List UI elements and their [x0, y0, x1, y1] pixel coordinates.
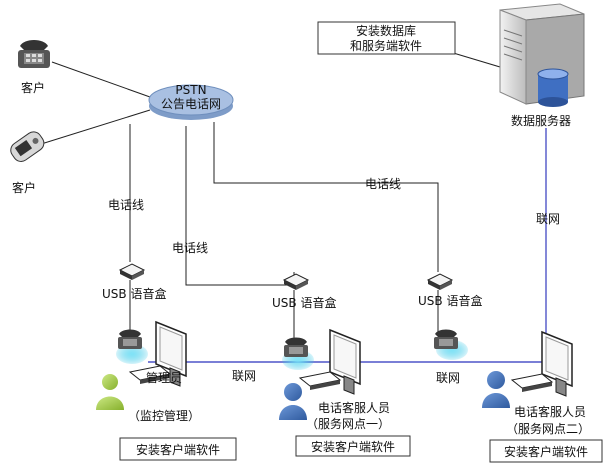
usb-voice-box-icon — [426, 273, 454, 290]
pstn-network-icon — [148, 84, 234, 120]
client-software-note-1 — [119, 437, 237, 461]
agent1-sublabel: （服务网点一） — [306, 416, 390, 431]
workstation-icon — [128, 320, 187, 387]
client-software-label-1: 安装客户端软件 — [136, 442, 220, 457]
client-software-note-2 — [295, 435, 411, 457]
phone-line-label-c: 电话线 — [365, 177, 401, 191]
workstation-icon — [510, 330, 573, 397]
usb-box-label-3: USB 语音盒 — [418, 293, 482, 308]
agent2-sublabel: （服务网点二） — [506, 421, 590, 436]
telephone-icon — [118, 329, 142, 349]
lan-label-vertical: 联网 — [536, 212, 560, 226]
pstn-label: PSTN — [175, 83, 206, 97]
usb-voice-box-icon — [118, 263, 146, 280]
person-icon — [96, 374, 124, 410]
db-note-box — [317, 21, 456, 55]
workstation-icon — [298, 328, 361, 395]
workstation-admin — [96, 320, 187, 410]
usb-voice-box-icon — [282, 273, 310, 290]
usb-box-label-1: USB 语音盒 — [102, 286, 166, 301]
lan-label-2: 联网 — [436, 371, 460, 385]
lan-label-1: 联网 — [232, 369, 256, 383]
server-label: 数据服务器 — [511, 113, 571, 128]
database-cylinder-icon — [537, 68, 569, 107]
telephone-icon — [284, 337, 308, 357]
workstation-agent-2 — [434, 329, 573, 408]
agent2-label: 电话客服人员 — [514, 404, 586, 419]
phone-line-label-b: 电话线 — [172, 241, 208, 255]
person-icon — [279, 383, 307, 420]
workstation-agent-1 — [279, 328, 361, 420]
agent1-label: 电话客服人员 — [318, 400, 390, 415]
admin-sublabel: （监控管理） — [128, 408, 200, 423]
pstn-sublabel: 公告电话网 — [161, 97, 221, 111]
admin-label: 管理员 — [146, 370, 182, 385]
db-note-line1: 安装数据库 — [356, 23, 416, 38]
client-software-note-3 — [489, 439, 603, 463]
customer-label-1: 客户 — [21, 80, 45, 95]
phone-line-label-a: 电话线 — [108, 198, 144, 212]
db-note-line2: 和服务端软件 — [350, 38, 422, 53]
client-software-label-2: 安装客户端软件 — [311, 439, 395, 454]
client-software-label-3: 安装客户端软件 — [504, 444, 588, 459]
customer-label-2: 客户 — [12, 180, 36, 195]
mobile-phone-icon — [10, 131, 45, 162]
telephone-icon — [18, 40, 50, 68]
person-icon — [482, 371, 510, 408]
telephone-icon — [434, 329, 458, 349]
usb-box-label-2: USB 语音盒 — [272, 295, 336, 310]
